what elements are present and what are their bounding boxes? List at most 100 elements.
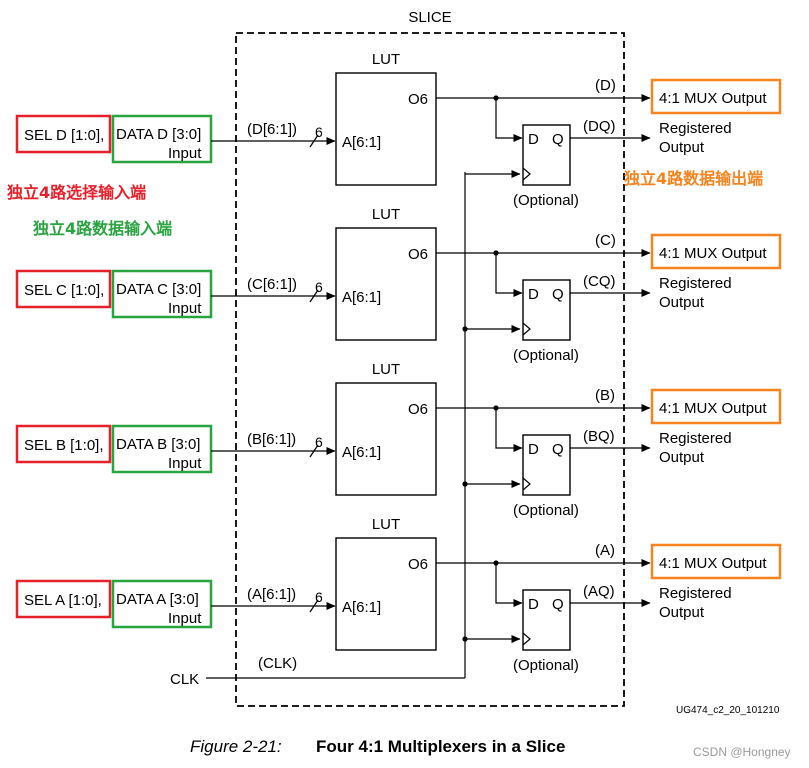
lut-title: LUT [372,516,400,533]
ff-q-pin: Q [552,131,564,148]
mux-output-label: 4:1 MUX Output [659,90,767,107]
mux-output-label: 4:1 MUX Output [659,400,767,417]
lut-input-net: (A[6:1]) [247,586,296,603]
lut-input-pin: A[6:1] [342,134,381,151]
ff-q-pin: Q [552,596,564,613]
bus-slash [309,134,319,148]
registered-output-net: (BQ) [583,428,615,445]
bus-width: 6 [315,434,323,450]
sel-inputs-annotation: 独立4路选择输入端 [7,183,146,202]
registered-output-word: Output [659,294,705,311]
mux-output-net: (B) [595,387,615,404]
lut-block [335,382,437,496]
optional-label: (Optional) [513,192,579,209]
ff-d-pin: D [528,131,539,148]
data-input-word: Input [168,300,202,317]
stage-c: SEL C [1:0], DATA C [3:0] Input 6 (C[6:1… [15,206,782,364]
ff-d-pin: D [528,441,539,458]
caption-title: Four 4:1 Multiplexers in a Slice [316,737,565,756]
lut-input-net: (C[6:1]) [247,276,297,293]
data-input-label: DATA C [3:0] [116,281,201,298]
bus-slash [309,599,319,613]
lut-block [335,72,437,186]
ff-q-pin: Q [552,286,564,303]
bus-width: 6 [315,279,323,295]
data-input-word: Input [168,455,202,472]
ff-q-pin: Q [552,441,564,458]
registered-label: Registered [659,120,732,137]
bus-slash [309,289,319,303]
ff-d-pin: D [528,596,539,613]
flip-flop [522,124,571,186]
data-input-word: Input [168,145,202,162]
registered-output-word: Output [659,449,705,466]
slice-title: SLICE [408,9,451,26]
lut-output-pin: O6 [408,401,428,418]
registered-label: Registered [659,430,732,447]
ff-clock-triangle [522,322,531,336]
mux-output-net: (A) [595,542,615,559]
bus-width: 6 [315,124,323,140]
optional-label: (Optional) [513,347,579,364]
data-input-label: DATA D [3:0] [116,126,201,143]
lut-title: LUT [372,361,400,378]
sel-input-label: SEL A [1:0], [24,592,102,609]
data-input-label: DATA B [3:0] [116,436,200,453]
sel-input-box [15,114,112,154]
registered-output-net: (AQ) [583,583,615,600]
ff-d-wire [495,253,523,297]
mux-output-box [650,388,782,425]
bus-width: 6 [315,589,323,605]
clock-junction [462,326,468,332]
clock-junction [462,481,468,487]
slice-boundary [235,32,625,707]
data-inputs-annotation: 独立4路数据输入端 [33,219,172,238]
lut-block [335,227,437,341]
lut-input-pin: A[6:1] [342,599,381,616]
registered-output-word: Output [659,139,705,156]
data-outputs-annotation: 独立4路数据输出端 [624,169,763,188]
ff-clock-triangle [522,477,531,491]
sel-input-box [15,269,112,309]
clock-junction [462,636,468,642]
ff-clock-triangle [522,167,531,181]
sel-input-label: SEL D [1:0], [24,127,104,144]
mux-output-box [650,233,782,270]
stage-d: SEL D [1:0], DATA D [3:0] Input 6 (D[6:1… [15,51,782,209]
stage-b: SEL B [1:0], DATA B [3:0] Input 6 (B[6:1… [15,361,782,519]
lut-title: LUT [372,206,400,223]
clk-pin-label: CLK [170,671,199,688]
data-input-box [111,114,213,164]
data-input-label: DATA A [3:0] [116,591,199,608]
lut-block [335,537,437,651]
data-input-box [111,579,213,629]
ff-d-wire [495,563,523,607]
mux-output-box [650,78,782,115]
mux-output-label: 4:1 MUX Output [659,555,767,572]
flip-flop [522,434,571,496]
lut-input-pin: A[6:1] [342,289,381,306]
ff-d-wire [495,408,523,452]
mux-output-box [650,543,782,580]
bus-slash [309,444,319,458]
flip-flop [522,589,571,651]
watermark: CSDN @Hongney [693,745,791,759]
lut-output-pin: O6 [408,91,428,108]
caption-prefix: Figure 2-21: [190,737,282,756]
registered-output-net: (DQ) [583,118,616,135]
mux-output-label: 4:1 MUX Output [659,245,767,262]
sel-input-label: SEL C [1:0], [24,282,104,299]
lut-input-net: (B[6:1]) [247,431,296,448]
optional-label: (Optional) [513,502,579,519]
sel-input-box [15,579,112,619]
lut-output-pin: O6 [408,556,428,573]
registered-label: Registered [659,275,732,292]
optional-label: (Optional) [513,657,579,674]
lut-input-net: (D[6:1]) [247,121,297,138]
data-input-box [111,269,213,319]
sel-input-box [15,424,112,464]
clk-net-label: (CLK) [258,655,297,672]
sel-input-label: SEL B [1:0], [24,437,104,454]
data-input-box [111,424,213,474]
